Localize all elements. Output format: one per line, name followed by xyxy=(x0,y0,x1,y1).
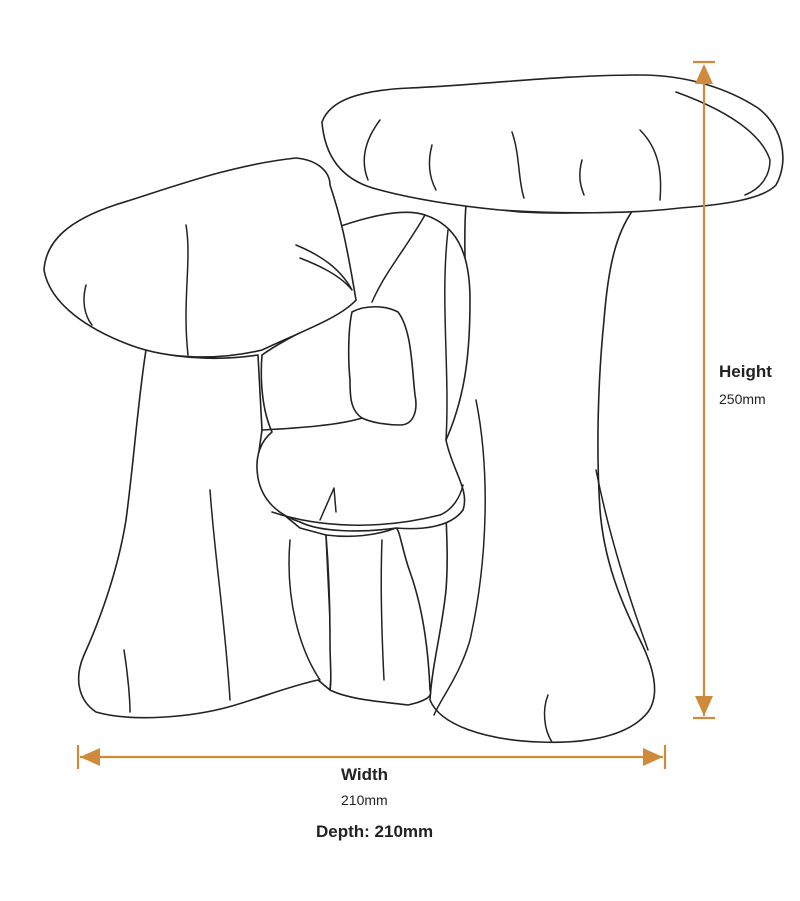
right-cap-gill-line-2 xyxy=(428,144,437,191)
right-cap-gill-line-4 xyxy=(579,159,585,196)
horizontal-dimension-arrow-icon xyxy=(76,745,667,769)
width-label: Width xyxy=(341,765,389,784)
height-label: Height xyxy=(719,362,772,381)
left-stem-fold-line-3 xyxy=(288,539,321,681)
left-cap-fold-line xyxy=(295,244,353,291)
left-cap-gill-line-2 xyxy=(83,284,93,326)
right-stem-fold-line-2 xyxy=(595,469,649,651)
left-cap-gill-line-1 xyxy=(185,224,189,356)
right-cap-rim-line xyxy=(675,91,771,196)
height-value: 250mm xyxy=(719,391,766,407)
left-stem-fold-line-2 xyxy=(123,649,131,713)
right-cap-gill-line-3 xyxy=(511,131,525,199)
height-top-arrowhead xyxy=(695,64,713,84)
width-left-arrowhead xyxy=(80,748,100,766)
width-right-arrowhead xyxy=(643,748,663,766)
right-stem-fold-line-3 xyxy=(543,694,553,743)
right-stem-fold-line-1 xyxy=(433,399,486,716)
left-mushroom-cap xyxy=(43,157,357,358)
mushroom-cluster-ornament-icon xyxy=(43,74,784,744)
middle-body-seam-2 xyxy=(371,214,426,303)
right-cap-gill-line-5 xyxy=(639,129,662,201)
width-value: 210mm xyxy=(341,792,388,808)
small-cap-rim-line xyxy=(271,484,464,526)
middle-body-seam-3 xyxy=(444,229,449,441)
depth-label: Depth: 210mm xyxy=(316,822,434,841)
small-mushroom-stem xyxy=(325,527,432,706)
vertical-dimension-arrow-icon xyxy=(693,60,715,720)
small-stem-fold-line xyxy=(380,539,385,681)
middle-body-seam-1 xyxy=(261,417,363,431)
right-mushroom-cap xyxy=(321,74,784,214)
left-stem-fold-line-1 xyxy=(209,489,231,701)
right-cap-gill-line-1 xyxy=(363,119,381,181)
small-mushroom-block xyxy=(347,305,417,426)
height-bottom-arrowhead xyxy=(695,696,713,716)
small-cap-notch xyxy=(319,487,337,521)
